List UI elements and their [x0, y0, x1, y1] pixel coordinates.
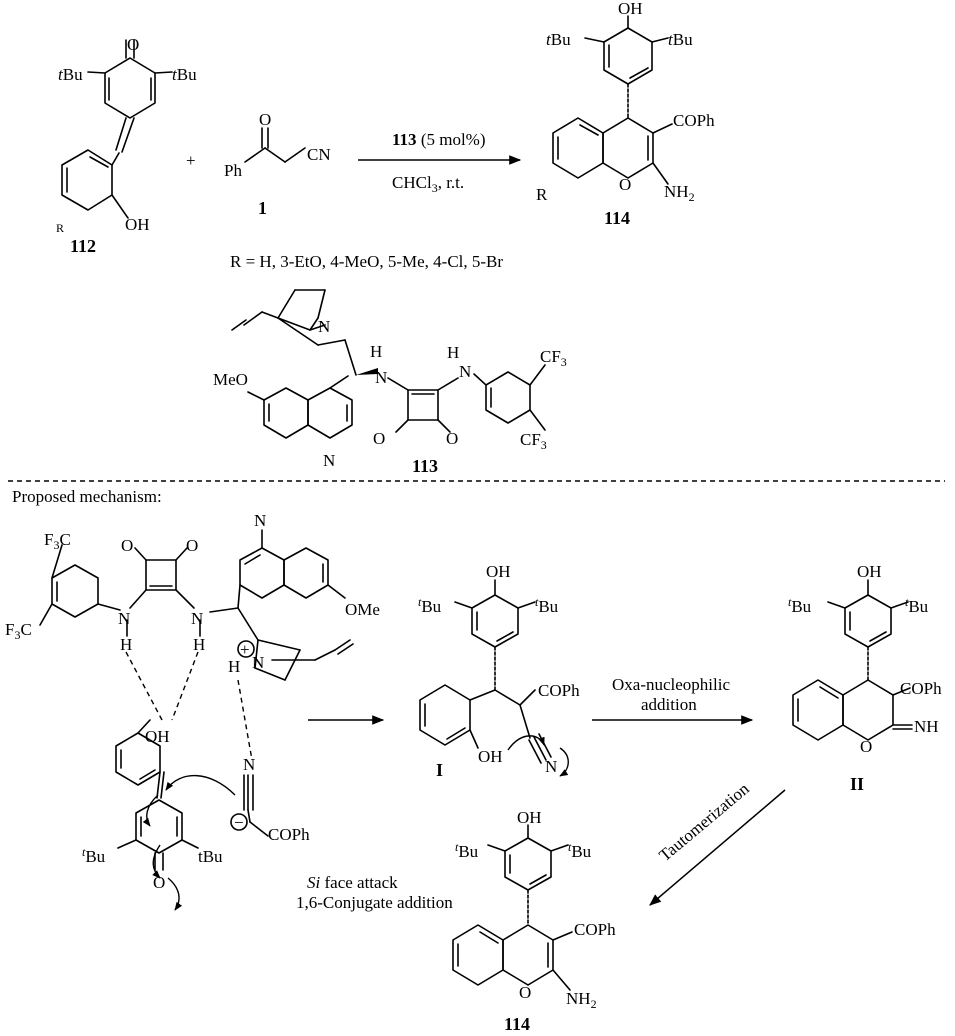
- compound-1: [244, 127, 306, 163]
- oh-phenol-I: OH: [478, 747, 503, 766]
- cf3-top-113: CF3: [540, 347, 567, 369]
- compound-label-113: 113: [412, 456, 438, 476]
- o-ring-114-bottom: O: [519, 983, 531, 1002]
- o-left-complex: O: [121, 536, 133, 555]
- oh-I: OH: [486, 562, 511, 581]
- compound-label-1: 1: [258, 198, 267, 218]
- tbu-left-114-bottom: tBu: [455, 840, 479, 861]
- plus-charge-label: +: [240, 640, 250, 659]
- compound-112: [61, 39, 173, 219]
- coph-I: COPh: [538, 681, 580, 700]
- si-face-label: Si face attack: [307, 873, 398, 892]
- conjugate-addition-label: 1,6-Conjugate addition: [296, 893, 453, 912]
- n-quinuclidine-113: N: [318, 317, 330, 336]
- tbu-right-114-top: tBu: [668, 30, 693, 49]
- tbu-right-II: tBu: [905, 595, 929, 616]
- n-quinoline-113: N: [323, 451, 335, 470]
- tbu-right-I: tBu: [535, 595, 559, 616]
- coph-label-114-top: COPh: [673, 111, 715, 130]
- meo-label-113: MeO: [213, 370, 248, 389]
- mechanism-title: Proposed mechanism:: [12, 487, 162, 506]
- coph-114-bottom: COPh: [574, 920, 616, 939]
- r-label-112: R: [56, 221, 64, 235]
- nh2-label-114-top: NH2: [664, 182, 695, 204]
- o-right-113: O: [446, 429, 458, 448]
- compound-label-112: 112: [70, 236, 96, 256]
- nh-left-113: N: [375, 368, 387, 387]
- tbu-right-114-bottom: tBu: [568, 840, 592, 861]
- tbu-left-114-top: tBu: [546, 30, 571, 49]
- nh-II: NH: [914, 717, 939, 736]
- tbu-left-I: tBu: [418, 595, 442, 616]
- h-left-complex: H: [120, 635, 132, 654]
- minus-charge-label: −: [234, 813, 244, 832]
- compound-114-top: [552, 15, 673, 185]
- ome-label-complex: OMe: [345, 600, 380, 619]
- intermediate-label-I: I: [436, 760, 443, 780]
- catalyst-113: [231, 289, 546, 439]
- n-left-complex: N: [118, 609, 130, 628]
- compound-label-114-bottom: 114: [504, 1014, 530, 1034]
- cn-label-1: CN: [307, 145, 331, 164]
- substrate-pqm: [115, 719, 269, 911]
- o-label-1: O: [259, 110, 271, 129]
- tbu-left-112: tBu: [58, 65, 83, 84]
- catalyst-complex: [39, 529, 354, 761]
- tbu-right-substrate: tBu: [198, 847, 223, 866]
- n-right-complex: N: [191, 609, 203, 628]
- r-group-list: R = H, 3-EtO, 4-MeO, 5-Me, 4-Cl, 5-Br: [230, 252, 503, 271]
- coph-II: COPh: [900, 679, 942, 698]
- h-ammonium: H: [228, 657, 240, 676]
- n-right-113: N: [459, 362, 471, 381]
- n-quinoline-complex: N: [254, 511, 266, 530]
- oh-II: OH: [857, 562, 882, 581]
- arrow-tautomerization: [649, 789, 786, 906]
- h-right-complex: H: [193, 635, 205, 654]
- f3c-bottom-complex: F3C: [5, 620, 32, 642]
- plus-sign: +: [186, 151, 196, 170]
- coph-nucleophile: COPh: [268, 825, 310, 844]
- carbanion-charge: [230, 813, 248, 831]
- intermediate-label-II: II: [850, 774, 864, 794]
- tbu-left-II: tBu: [788, 595, 812, 616]
- n-ammonium: N: [252, 653, 264, 672]
- o-label-112: O: [127, 35, 139, 54]
- tbu-right-112: tBu: [172, 65, 197, 84]
- nh2-114-bottom: NH2: [566, 989, 597, 1011]
- r-label-114-top: R: [536, 185, 548, 204]
- reaction-conditions: CHCl3, r.t.: [392, 173, 464, 195]
- compound-114-bottom: [452, 824, 573, 991]
- oxa-nucleophilic-label: Oxa-nucleophilic: [612, 675, 730, 694]
- oh-substrate: OH: [145, 727, 170, 746]
- intermediate-II: [792, 579, 913, 741]
- n-nitrile-I: N: [545, 757, 557, 776]
- intermediate-I: [419, 579, 569, 777]
- n-nitrile-complex: N: [243, 755, 255, 774]
- ammonium-charge: [237, 640, 255, 658]
- ph-label-1: Ph: [224, 161, 242, 180]
- tbu-left-substrate: tBu: [82, 845, 106, 866]
- o-right-complex: O: [186, 536, 198, 555]
- oh-label-112: OH: [125, 215, 150, 234]
- o-left-113: O: [373, 429, 385, 448]
- catalyst-loading: 113 (5 mol%): [392, 130, 486, 149]
- addition-label: addition: [641, 695, 697, 714]
- f3c-top-complex: F3C: [44, 530, 71, 552]
- compound-label-114-top: 114: [604, 208, 630, 228]
- oh-label-114-top: OH: [618, 0, 643, 18]
- o-ring-II: O: [860, 737, 872, 756]
- h-left-113: H: [370, 342, 382, 361]
- o-carbonyl-substrate: O: [153, 873, 165, 892]
- cf3-bottom-113: CF3: [520, 430, 547, 452]
- h-right-113: H: [447, 343, 459, 362]
- o-ring-label-114-top: O: [619, 175, 631, 194]
- oh-114-bottom: OH: [517, 808, 542, 827]
- tautomerization-label: Tautomerization: [655, 779, 753, 865]
